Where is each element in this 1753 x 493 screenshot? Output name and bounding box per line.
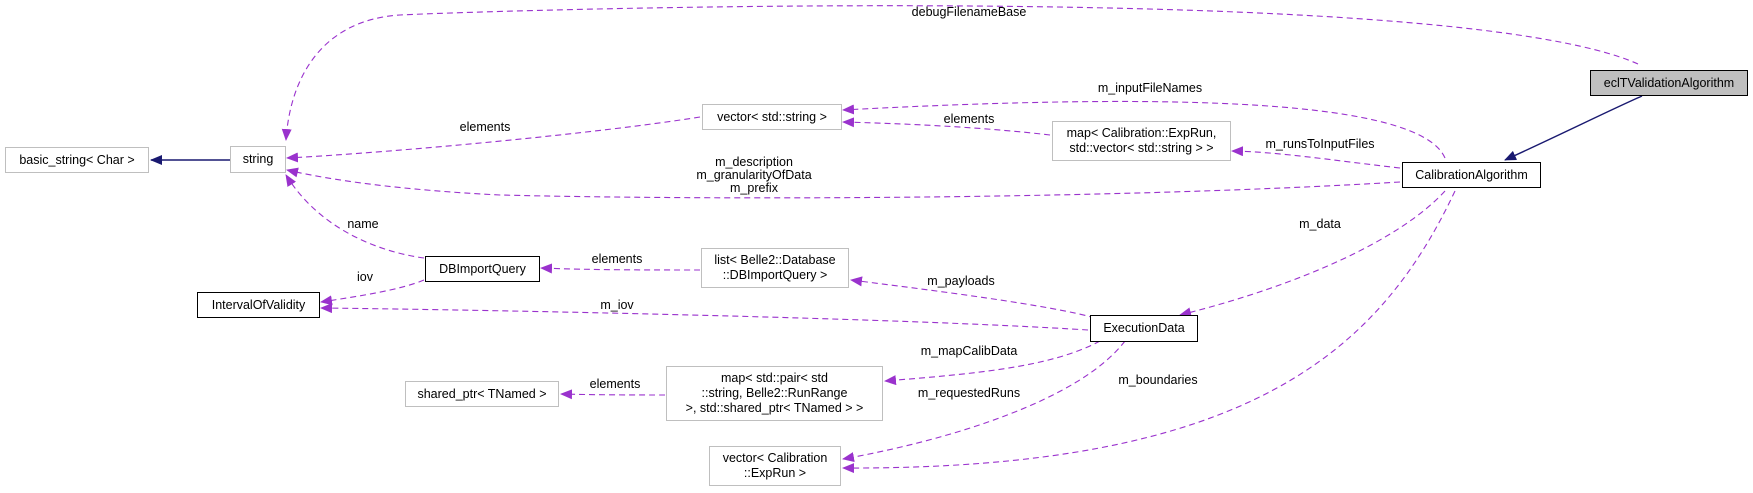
class-node-ecltvalidationalgorithm[interactable]: eclTValidationAlgorithm: [1590, 70, 1748, 96]
class-node-intervalofvalidity[interactable]: IntervalOfValidity: [197, 292, 320, 318]
edge-data: [1179, 190, 1446, 318]
edge-requested-runs: [842, 340, 1126, 462]
node-label-line: ::string, Belle2::RunRange: [701, 386, 848, 400]
edge-debug-filename-base: [281, 5, 1639, 141]
node-label-line: ::ExpRun >: [743, 466, 807, 480]
node-label: DBImportQuery: [439, 261, 526, 276]
edge-label-debug-filename-base: debugFilenameBase: [911, 5, 1027, 19]
edge-elements-list-dbimport: [540, 263, 701, 274]
node-label: shared_ptr< TNamed >: [417, 386, 547, 401]
node-label-line: map< std::pair< std: [720, 371, 828, 385]
edge-label-description-granularity-prefix: m_description m_granularityOfData m_pref…: [696, 156, 811, 195]
edge-label-line: m_prefix: [730, 181, 778, 195]
class-node-basic-string[interactable]: basic_string< Char >: [5, 147, 149, 173]
edge-elements-vector-map: [842, 117, 1051, 136]
node-label: vector< std::string >: [717, 109, 827, 124]
edge-label-runs-to-input-files: m_runsToInputFiles: [1265, 137, 1375, 151]
edge-label-line: m_granularityOfData: [696, 168, 812, 182]
node-label: basic_string< Char >: [19, 152, 135, 167]
edge-label-elements-list: elements: [591, 252, 643, 266]
edge-name: [285, 174, 425, 259]
edge-label-data: m_data: [1299, 217, 1341, 231]
class-node-shared-ptr[interactable]: shared_ptr< TNamed >: [405, 381, 559, 407]
node-label-line: map< Calibration::ExpRun,: [1066, 126, 1217, 140]
edge-boundaries: [842, 190, 1456, 474]
class-node-calibrationalgorithm[interactable]: CalibrationAlgorithm: [1402, 162, 1541, 188]
class-node-string[interactable]: string: [230, 146, 286, 173]
class-node-map-exprun[interactable]: map< Calibration::ExpRun, std::vector< s…: [1052, 121, 1231, 161]
node-label: ExecutionData: [1103, 321, 1185, 335]
edge-runs-to-input-files: [1231, 146, 1401, 169]
edge-label-elements-shared: elements: [589, 377, 641, 391]
edge-label-payloads: m_payloads: [927, 274, 995, 288]
node-label: CalibrationAlgorithm: [1415, 167, 1528, 182]
node-label: string: [242, 152, 274, 166]
class-node-map-pair[interactable]: map< std::pair< std ::string, Belle2::Ru…: [666, 366, 883, 421]
edge-label-input-file-names: m_inputFileNames: [1097, 81, 1203, 95]
node-label-line: ::DBImportQuery >: [722, 268, 828, 282]
edge-input-file-names: [842, 100, 1446, 159]
node-label: eclTValidationAlgorithm: [1603, 75, 1735, 90]
class-node-dbimportquery[interactable]: DBImportQuery: [425, 256, 540, 282]
class-node-vector-string[interactable]: vector< std::string >: [702, 104, 842, 130]
node-label-line: vector< Calibration: [722, 451, 828, 465]
node-label: IntervalOfValidity: [211, 297, 306, 312]
edge-iov-dbimport: [320, 279, 425, 306]
edge-elements-map-shared: [560, 389, 666, 400]
edge-map-calib-data: [884, 340, 1101, 386]
edge-label-map-calib-data: m_mapCalibData: [920, 344, 1018, 358]
edge-inheritance-calibration: [1504, 95, 1643, 161]
node-label-line: >, std::shared_ptr< TNamed > >: [685, 401, 864, 415]
class-node-vector-exprun[interactable]: vector< Calibration ::ExpRun >: [709, 446, 841, 486]
class-node-list-dbimportquery[interactable]: list< Belle2::Database ::DBImportQuery >: [701, 248, 849, 288]
edge-label-name: name: [347, 217, 379, 231]
edge-label-boundaries: m_boundaries: [1118, 373, 1198, 387]
node-label-line: std::vector< std::string > >: [1069, 141, 1214, 155]
edge-label-line: m_description: [715, 155, 793, 169]
edge-label-elements-string-vector: elements: [459, 120, 511, 134]
node-label-line: list< Belle2::Database: [714, 253, 836, 267]
class-node-executiondata[interactable]: ExecutionData: [1090, 315, 1198, 342]
edge-elements-string-vector: [286, 116, 701, 163]
edge-m-iov: [320, 303, 1089, 331]
edge-label-elements-vector-map: elements: [943, 112, 995, 126]
edge-description-granularity-prefix: [286, 167, 1401, 199]
edge-label-m-iov: m_iov: [600, 298, 634, 312]
edge-payloads: [850, 276, 1096, 319]
edge-label-iov: iov: [357, 270, 373, 284]
edge-label-requested-runs: m_requestedRuns: [917, 386, 1021, 400]
